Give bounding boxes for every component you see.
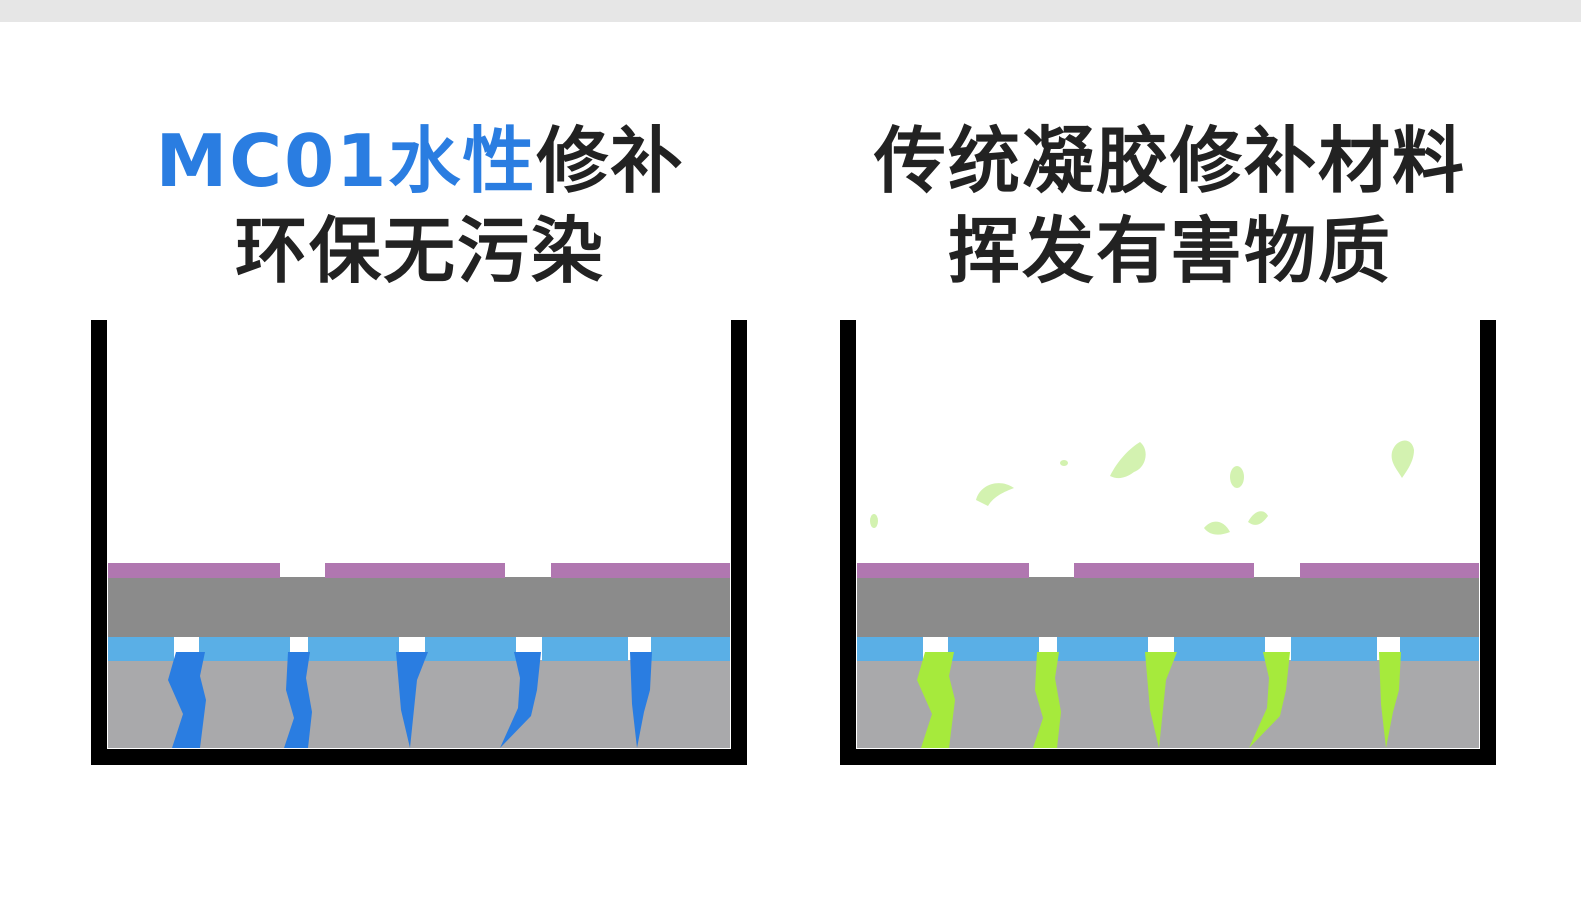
right-fumes (870, 440, 1414, 534)
right-top-layer (857, 563, 1479, 578)
left-top-layer (108, 563, 730, 578)
left-cross-section (99, 320, 739, 757)
right-middle-layer (857, 577, 1479, 637)
left-middle-layer (108, 577, 730, 637)
right-cross-section (848, 320, 1488, 757)
